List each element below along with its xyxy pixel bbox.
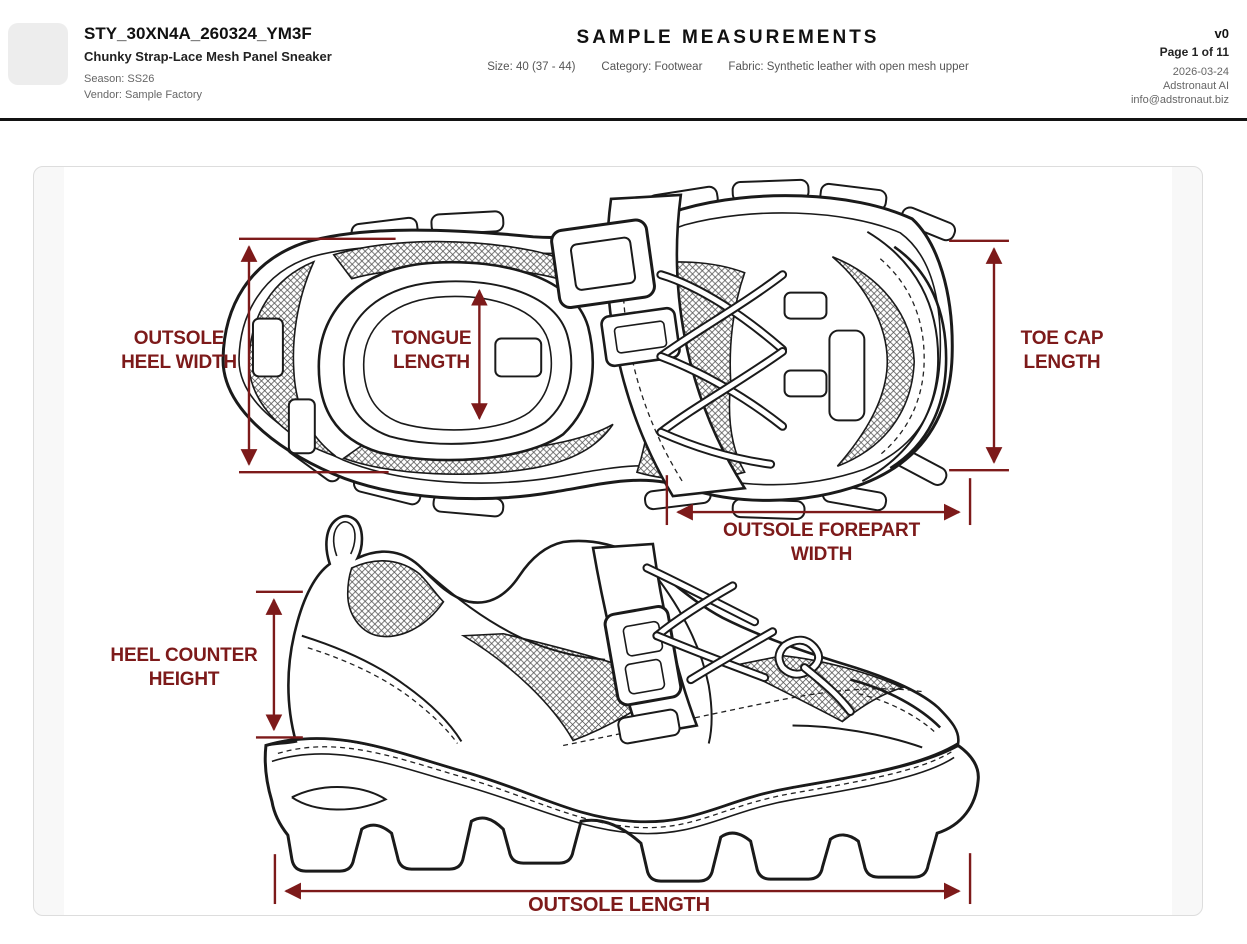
header-right: v0 Page 1 of 11 2026-03-24 Adstronaut AI… bbox=[1131, 0, 1229, 107]
technical-drawing-panel: OUTSOLE HEEL WIDTH TONGUE LENGTH TOE CAP… bbox=[33, 166, 1203, 916]
sneaker-technical-drawing bbox=[221, 178, 1009, 905]
document-title: SAMPLE MEASUREMENTS bbox=[576, 27, 880, 48]
style-name: Chunky Strap-Lace Mesh Panel Sneaker bbox=[84, 49, 332, 64]
category-label: Category: Footwear bbox=[601, 61, 703, 73]
measurement-label-outsole-forepart-width: OUTSOLE FOREPART WIDTH bbox=[722, 520, 920, 565]
size-label: Size: 40 (37 - 44) bbox=[487, 61, 576, 73]
header-center: SAMPLE MEASUREMENTS Size: 40 (37 - 44) C… bbox=[420, 0, 1036, 73]
contact-email: info@adstronaut.biz bbox=[1130, 94, 1229, 106]
fabric-label: Fabric: Synthetic leather with open mesh… bbox=[728, 61, 969, 73]
brand-logo-placeholder bbox=[8, 23, 68, 85]
version-label: v0 bbox=[1214, 26, 1229, 41]
header-meta-row: Size: 40 (37 - 44) Category: Footwear Fa… bbox=[420, 61, 1036, 73]
measurement-label-heel-counter-height: HEEL COUNTER HEIGHT bbox=[110, 645, 258, 690]
date-label: 2026-03-24 bbox=[1172, 66, 1229, 78]
page-number: Page 1 of 11 bbox=[1159, 45, 1229, 59]
season-label: Season: SS26 bbox=[84, 73, 155, 85]
company-label: Adstronaut AI bbox=[1162, 80, 1229, 92]
header-divider bbox=[0, 118, 1247, 121]
measurement-label-toe-cap-length: TOE CAP LENGTH bbox=[1020, 328, 1104, 373]
measurement-label-outsole-heel-width: OUTSOLE HEEL WIDTH bbox=[121, 328, 237, 373]
top-view-drawing bbox=[221, 178, 957, 521]
side-view-drawing bbox=[263, 514, 980, 883]
dimension-lines bbox=[239, 237, 1009, 905]
measurement-label-outsole-length: OUTSOLE LENGTH bbox=[528, 894, 710, 916]
style-code: STY_30XN4A_260324_YM3F bbox=[84, 24, 312, 43]
measurement-label-tongue-length: TONGUE LENGTH bbox=[391, 328, 472, 373]
vendor-label: Vendor: Sample Factory bbox=[84, 89, 203, 101]
